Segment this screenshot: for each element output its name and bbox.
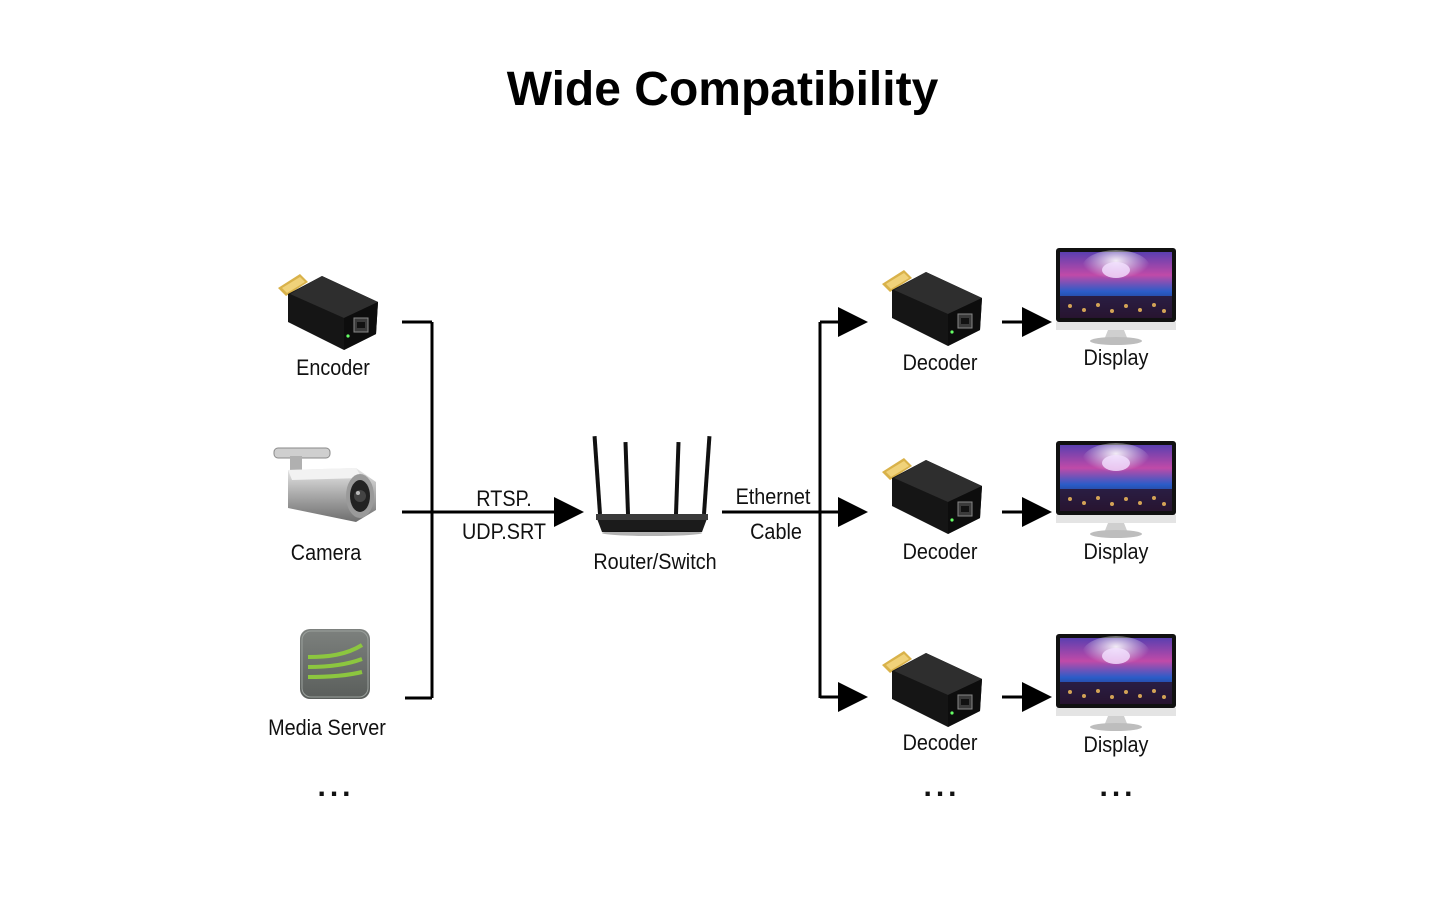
display-2-label: Display: [1083, 539, 1149, 564]
camera-label: Camera: [290, 540, 362, 565]
decoder-3-icon: [881, 650, 983, 728]
encoder-label: Encoder: [296, 355, 370, 380]
protocol-label-line1: RTSP.: [476, 486, 532, 511]
display-1-icon: [1056, 248, 1176, 345]
source-bracket-lines: [402, 320, 434, 700]
decoders-more-ellipsis: ...: [923, 770, 961, 803]
protocol-label-line2: UDP.SRT: [462, 519, 546, 544]
router-label: Router/Switch: [593, 549, 717, 574]
media-server-label: Media Server: [268, 715, 386, 740]
displays-more-ellipsis: ...: [1099, 770, 1137, 803]
camera-device-icon: [273, 447, 376, 522]
decoder-1-label: Decoder: [902, 350, 978, 375]
display-3-icon: [1056, 634, 1176, 731]
decoder-2-icon: [881, 457, 983, 535]
decoder-1-icon: [881, 269, 983, 347]
decoder-2-label: Decoder: [902, 539, 978, 564]
cable-label-line1: Ethernet: [735, 484, 811, 509]
page-title: Wide Compatibility: [506, 63, 939, 116]
encoder-device-icon: [277, 273, 379, 351]
display-2-icon: [1056, 441, 1176, 538]
display-1-label: Display: [1083, 345, 1149, 370]
cable-label-line2: Cable: [750, 519, 802, 544]
media-server-icon: [300, 629, 370, 699]
display-3-label: Display: [1083, 732, 1149, 757]
decoder-3-label: Decoder: [902, 730, 978, 755]
sources-more-ellipsis: ...: [317, 770, 355, 803]
router-icon: [592, 436, 712, 536]
